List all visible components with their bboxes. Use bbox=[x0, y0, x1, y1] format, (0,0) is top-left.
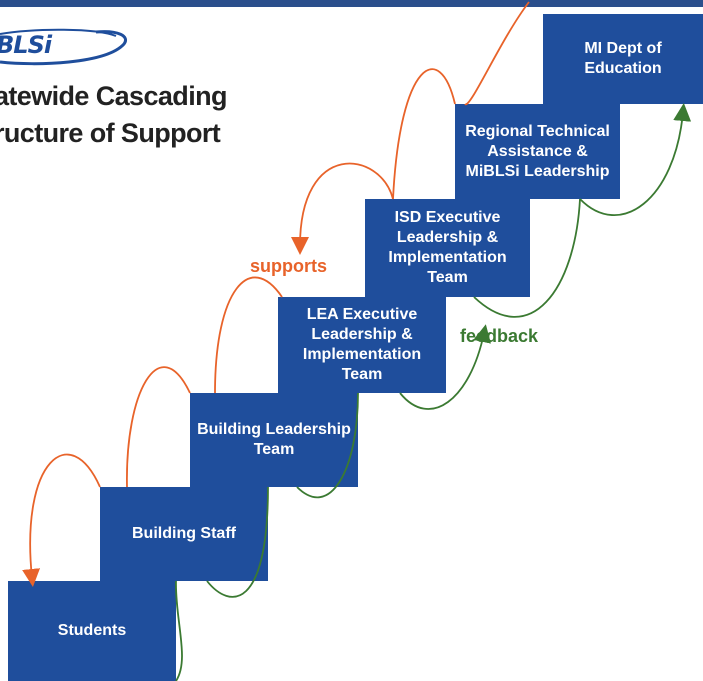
step-building-staff: Building Staff bbox=[100, 487, 268, 581]
feedback-arc-3 bbox=[296, 392, 359, 499]
miblsi-logo: BLSi bbox=[0, 22, 146, 72]
feedback-arc-5 bbox=[473, 198, 581, 318]
logo-swoosh-icon bbox=[0, 28, 127, 66]
step-label: Regional Technical Assistance & MiBLSi L… bbox=[465, 122, 610, 180]
supports-arcs bbox=[22, 1, 530, 587]
step-lea-executive: LEA Executive Leadership & Implementatio… bbox=[278, 297, 446, 393]
top-bar bbox=[0, 0, 703, 7]
title-line-2: ructure of Support bbox=[0, 118, 221, 148]
step-building-leadership-team: Building Leadership Team bbox=[190, 393, 358, 487]
step-label: MI Dept of Education bbox=[584, 40, 662, 77]
supports-arc-5 bbox=[126, 366, 191, 488]
supports-label: supports bbox=[250, 256, 328, 276]
feedback-arcs bbox=[175, 103, 692, 681]
page-title: atewide Cascading ructure of Support bbox=[0, 78, 227, 152]
step-isd-executive: ISD Executive Leadership & Implementatio… bbox=[365, 199, 530, 297]
feedback-arc-1 bbox=[175, 580, 183, 681]
step-regional-technical: Regional Technical Assistance & MiBLSi L… bbox=[455, 104, 620, 199]
feedback-arc-2 bbox=[206, 486, 269, 598]
step-label: ISD Executive Leadership & Implementatio… bbox=[388, 209, 507, 286]
supports-arc-2 bbox=[392, 68, 456, 200]
step-label: Students bbox=[57, 622, 127, 639]
supports-arc-3 bbox=[291, 162, 394, 255]
supports-arc-1 bbox=[464, 1, 530, 105]
feedback-label: feedback bbox=[460, 326, 539, 346]
step-mi-dept-of-education: MI Dept of Education bbox=[543, 14, 703, 104]
feedback-arc-4 bbox=[399, 324, 491, 410]
step-label: Building Leadership Team bbox=[197, 421, 351, 458]
step-label: LEA Executive Leadership & Implementatio… bbox=[302, 306, 422, 383]
supports-arc-4 bbox=[214, 276, 283, 394]
supports-arc-6 bbox=[22, 453, 101, 587]
feedback-arc-6 bbox=[579, 103, 692, 217]
step-label: Building Staff bbox=[132, 525, 236, 542]
title-line-1: atewide Cascading bbox=[0, 81, 227, 111]
step-students: Students bbox=[8, 581, 176, 681]
logo-text: BLSi bbox=[0, 31, 52, 59]
